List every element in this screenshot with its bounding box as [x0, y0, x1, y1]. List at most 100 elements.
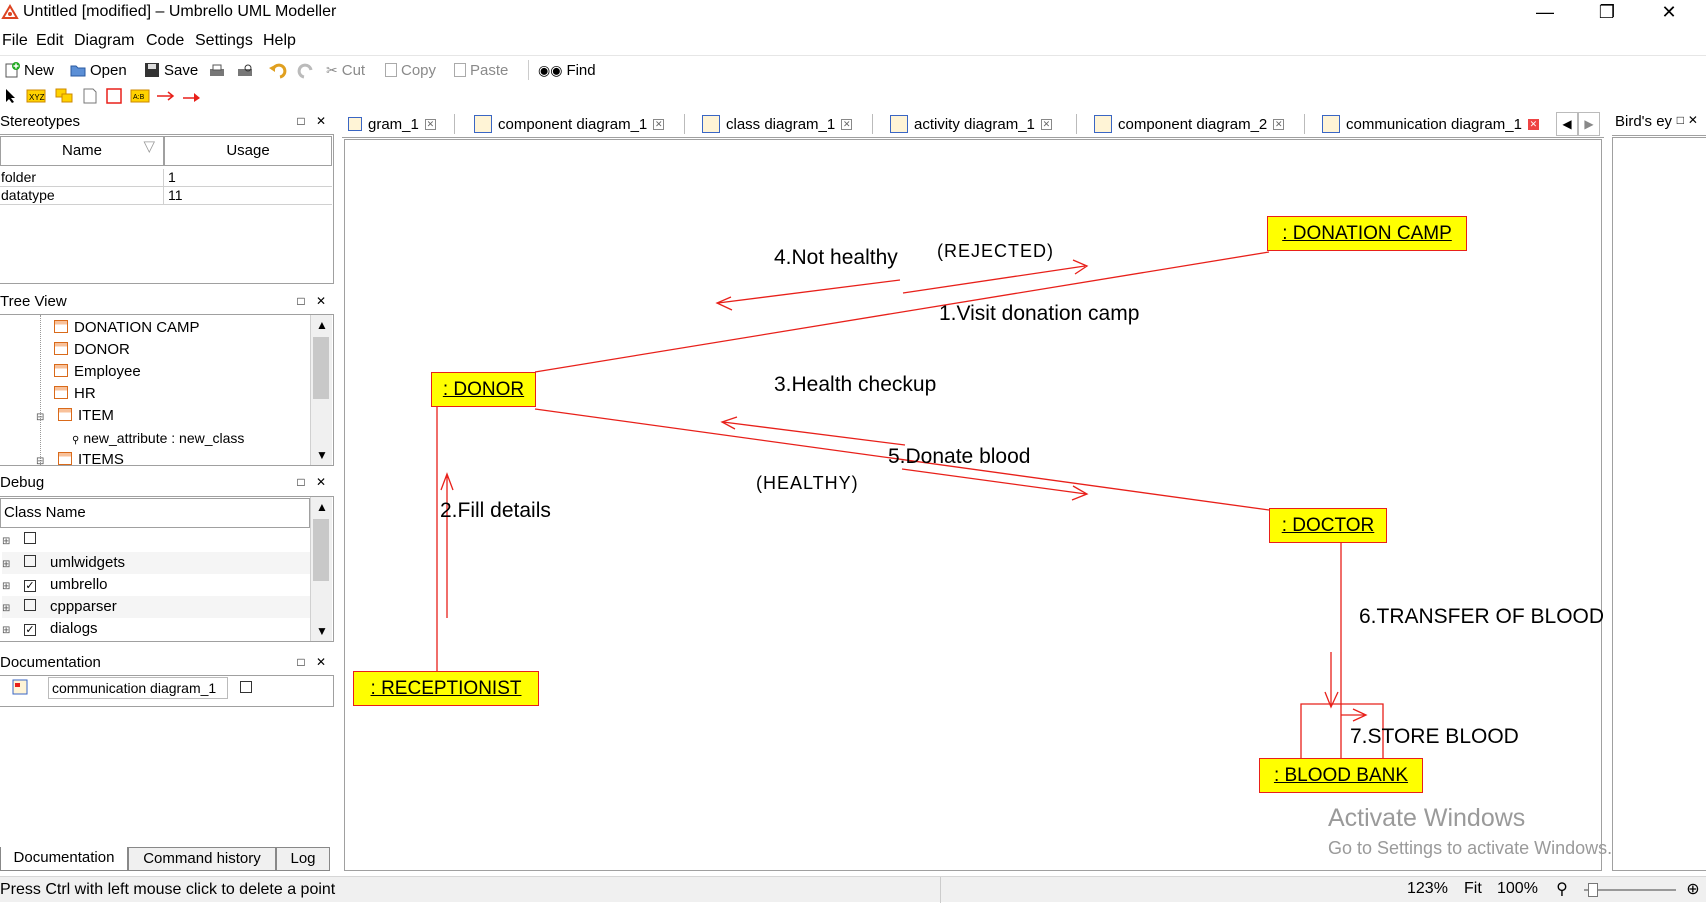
documentation-item-field[interactable]: communication diagram_1: [48, 677, 228, 699]
stereotypes-usage-header[interactable]: Usage: [164, 136, 332, 166]
zoom-100-button[interactable]: 100%: [1497, 880, 1538, 897]
dock-float-close-icon[interactable]: □ ✕: [297, 475, 330, 489]
text-tool-icon[interactable]: A:B: [130, 88, 150, 104]
tab-command-history[interactable]: Command history: [128, 847, 276, 871]
tab-scroll-left-icon[interactable]: ◀: [1556, 112, 1578, 136]
tab-scroll-right-icon[interactable]: ▶: [1578, 112, 1600, 136]
zoom-fit-button[interactable]: Fit: [1464, 880, 1482, 897]
debug-row[interactable]: ⊞: [2, 529, 50, 551]
message-visit-donation-camp[interactable]: 1.Visit donation camp: [939, 302, 1140, 325]
zoom-slider-handle[interactable]: [1588, 883, 1598, 897]
tree-item[interactable]: ⊟ITEMS: [36, 449, 124, 466]
select-arrow-icon[interactable]: [4, 88, 18, 104]
object-receptionist[interactable]: : RECEPTIONIST: [353, 671, 539, 706]
dock-float-close-icon[interactable]: □✕: [1676, 113, 1702, 127]
open-button[interactable]: Open: [70, 60, 127, 80]
tab-documentation[interactable]: Documentation: [0, 847, 128, 871]
collapse-icon[interactable]: ⊟: [36, 456, 45, 466]
dock-float-close-icon[interactable]: □ ✕: [297, 294, 330, 308]
debug-row[interactable]: ⊞cppparser: [2, 596, 310, 618]
message-donate-blood[interactable]: 5.Donate blood: [888, 445, 1031, 468]
tree-item[interactable]: DONATION CAMP: [54, 317, 200, 339]
stereotype-name-cell[interactable]: folder: [0, 169, 164, 187]
message-not-healthy[interactable]: 4.Not healthy: [774, 246, 898, 269]
scroll-up-icon[interactable]: ▲: [316, 500, 328, 514]
sync-message-tool-icon[interactable]: [182, 88, 202, 104]
tree-item[interactable]: DONOR: [54, 339, 130, 361]
dock-float-close-icon[interactable]: □ ✕: [297, 655, 330, 669]
diagram-tab[interactable]: component diagram_2✕: [1094, 112, 1285, 136]
tab-close-icon[interactable]: ✕: [1527, 118, 1539, 130]
find-button[interactable]: ◉◉ Find: [538, 60, 596, 80]
diagram-tab[interactable]: component diagram_1✕: [474, 112, 665, 136]
documentation-text-area[interactable]: [0, 707, 334, 844]
tab-close-icon[interactable]: ✕: [653, 118, 665, 130]
new-button[interactable]: New: [4, 60, 54, 80]
undo-icon[interactable]: [268, 62, 288, 80]
menu-edit[interactable]: Edit: [36, 32, 64, 49]
debug-checkbox-checked[interactable]: ✓: [24, 624, 36, 636]
close-window-button[interactable]: ✕: [1640, 0, 1698, 26]
guard-healthy[interactable]: (HEALTHY): [756, 473, 859, 493]
stereotype-name-cell[interactable]: datatype: [0, 187, 164, 205]
restore-button[interactable]: ❐: [1578, 0, 1636, 26]
save-button[interactable]: Save: [144, 60, 198, 80]
menu-file[interactable]: File: [2, 32, 28, 49]
guard-rejected[interactable]: (REJECTED): [937, 241, 1054, 261]
scroll-thumb[interactable]: [313, 519, 329, 581]
diagram-tab-active[interactable]: communication diagram_1✕: [1322, 112, 1539, 136]
expand-icon[interactable]: ⊞: [2, 625, 11, 636]
zoom-in-icon[interactable]: ⊕: [1686, 881, 1700, 898]
object-donor[interactable]: : DONOR: [431, 372, 536, 407]
diagram-tab[interactable]: activity diagram_1✕: [890, 112, 1052, 136]
paste-button[interactable]: Paste: [454, 60, 508, 80]
tree-scrollbar[interactable]: ▲ ▼: [310, 315, 332, 465]
debug-row[interactable]: ⊞✓dialogs: [2, 618, 98, 640]
expand-icon[interactable]: ⊞: [2, 581, 11, 592]
box-tool-icon[interactable]: [106, 88, 122, 104]
zoom-out-icon[interactable]: ⚲: [1556, 881, 1568, 898]
print-preview-icon[interactable]: [236, 63, 254, 79]
expand-icon[interactable]: ⊞: [2, 536, 11, 547]
diagram-canvas[interactable]: : DONATION CAMP : DONOR : DOCTOR : RECEP…: [344, 139, 1604, 871]
debug-checkbox[interactable]: [24, 555, 36, 567]
expand-icon[interactable]: ⊞: [2, 559, 11, 570]
stereotypes-name-header[interactable]: Name▽: [0, 136, 164, 166]
class-name-header[interactable]: Class Name: [0, 498, 310, 528]
message-tool-icon[interactable]: [156, 88, 176, 104]
diagram-tab[interactable]: gram_1✕: [348, 112, 436, 136]
tree-item[interactable]: Employee: [54, 361, 141, 383]
object-blood-bank[interactable]: : BLOOD BANK: [1259, 758, 1423, 793]
debug-row[interactable]: ⊞umlwidgets: [2, 552, 310, 574]
debug-checkbox[interactable]: [24, 532, 36, 544]
scroll-down-icon[interactable]: ▼: [316, 624, 328, 638]
object-doctor[interactable]: : DOCTOR: [1269, 508, 1387, 543]
birds-eye-view[interactable]: [1612, 137, 1706, 871]
menu-code[interactable]: Code: [146, 32, 185, 49]
print-icon[interactable]: [208, 63, 226, 79]
scroll-down-icon[interactable]: ▼: [316, 448, 328, 462]
minimize-button[interactable]: —: [1516, 0, 1574, 26]
message-store-blood[interactable]: 7.STORE BLOOD: [1350, 725, 1519, 748]
menu-help[interactable]: Help: [263, 32, 296, 49]
debug-checkbox[interactable]: [24, 599, 36, 611]
scroll-up-icon[interactable]: ▲: [316, 318, 328, 332]
debug-scrollbar[interactable]: ▲ ▼: [310, 497, 332, 641]
dock-float-close-icon[interactable]: □ ✕: [297, 114, 330, 128]
tab-close-icon[interactable]: ✕: [1273, 118, 1285, 130]
menu-settings[interactable]: Settings: [195, 32, 253, 49]
message-fill-details[interactable]: 2.Fill details: [440, 499, 551, 522]
copy-button[interactable]: Copy: [385, 60, 436, 80]
object-tool-icon[interactable]: XYZ: [26, 88, 46, 104]
collapse-icon[interactable]: ⊟: [36, 412, 45, 423]
tab-close-icon[interactable]: ✕: [424, 118, 436, 130]
tree-item[interactable]: ⚲new_attribute : new_class: [72, 427, 244, 449]
multi-object-tool-icon[interactable]: [54, 88, 74, 104]
menu-diagram[interactable]: Diagram: [74, 32, 135, 49]
tree-item[interactable]: ⊟ITEM: [36, 405, 114, 427]
message-health-checkup[interactable]: 3.Health checkup: [774, 373, 937, 396]
tab-log[interactable]: Log: [276, 847, 330, 871]
expand-icon[interactable]: ⊞: [2, 603, 11, 614]
note-tool-icon[interactable]: [82, 88, 98, 104]
tab-close-icon[interactable]: ✕: [1040, 118, 1052, 130]
